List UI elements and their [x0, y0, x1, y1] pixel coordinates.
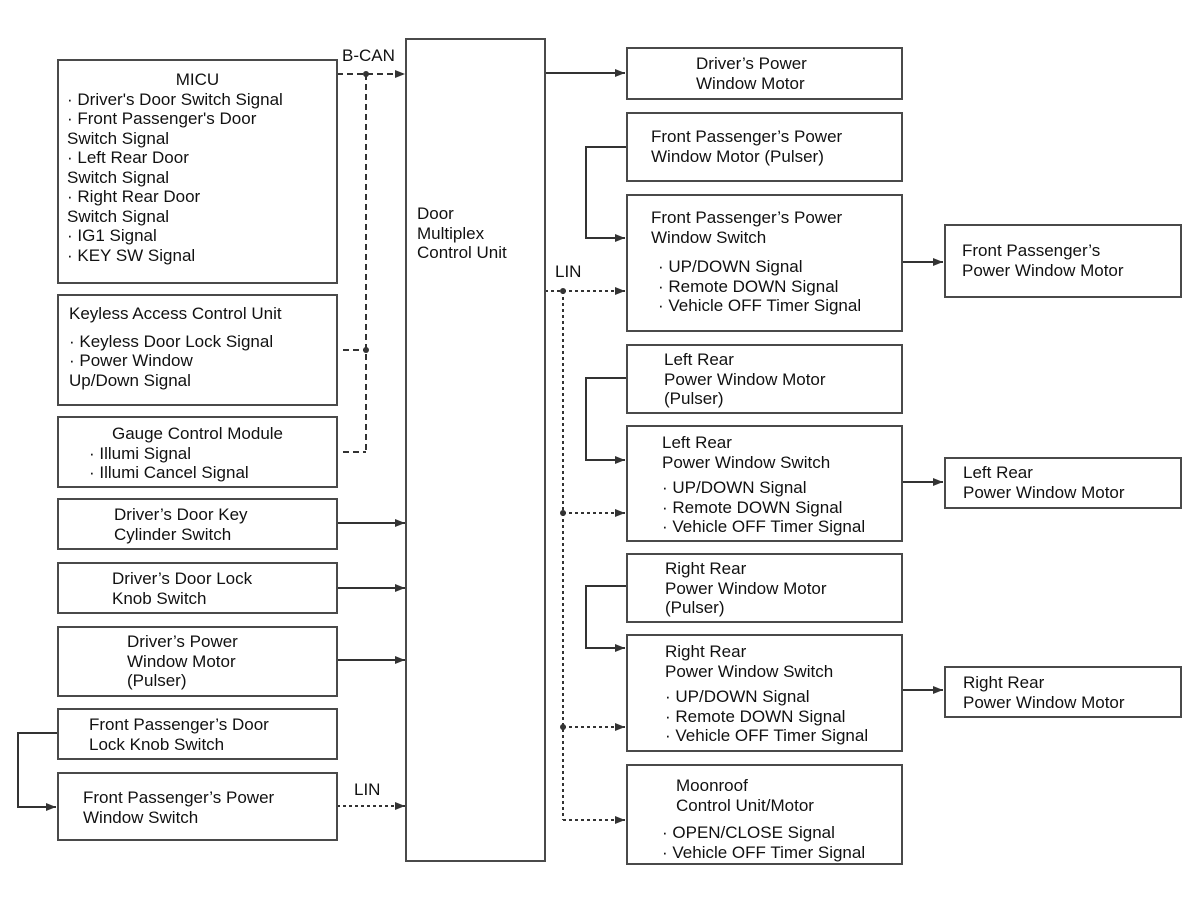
fp-lock-knob-switch-box: Front Passenger’s Door Lock Knob Switch	[57, 708, 338, 760]
micu-signal: Switch Signal	[67, 128, 170, 148]
switch-title: Power Window Switch	[662, 452, 831, 472]
box-line: (Pulser)	[665, 598, 725, 617]
rr-motor-pulser-box: Right Rear Power Window Motor (Pulser)	[626, 553, 903, 623]
keyless-signal: · Power Window	[69, 351, 193, 370]
box-line: Window Motor (Pulser)	[651, 146, 824, 166]
box-line: Lock Knob Switch	[89, 734, 225, 754]
micu-title: MICU	[175, 70, 220, 89]
bcan-bus	[337, 70, 405, 453]
box-line: Driver’s Power	[696, 54, 807, 73]
center-line: Door	[417, 204, 454, 223]
moonroof-control-unit-box: Moonroof Control Unit/Motor · OPEN/CLOSE…	[626, 764, 903, 865]
rr-power-window-switch-box: Right Rear Power Window Switch · UP/DOWN…	[626, 634, 903, 752]
box-line: Power Window Motor	[962, 260, 1124, 280]
switch-signal: · UP/DOWN Signal	[658, 257, 803, 276]
micu-signal: · Front Passenger's Door	[67, 109, 257, 128]
box-line: Power Window Motor	[963, 482, 1125, 502]
box-line: Front Passenger’s Power	[83, 788, 275, 807]
lr-power-window-switch-box: Left Rear Power Window Switch · UP/DOWN …	[626, 425, 903, 542]
center-line: Control Unit	[417, 243, 507, 262]
box-line: Power Window Motor	[664, 369, 826, 389]
gauge-signal: · Illumi Signal	[89, 443, 192, 463]
gauge-control-box: Gauge Control Module · Illumi Signal · I…	[57, 416, 338, 488]
door-multiplex-control-unit: Door Multiplex Control Unit	[405, 38, 546, 862]
box-line: Front Passenger’s	[962, 241, 1101, 260]
micu-signal: · IG1 Signal	[67, 226, 157, 245]
micu-signal: · Left Rear Door	[67, 148, 189, 167]
switch-signal: · OPEN/CLOSE Signal	[662, 823, 835, 842]
box-line: Driver’s Door Key	[114, 505, 248, 524]
lock-knob-switch-box: Driver’s Door Lock Knob Switch	[57, 562, 338, 614]
rr-power-window-motor-box: Right Rear Power Window Motor	[944, 666, 1182, 718]
box-line: Driver’s Door Lock	[112, 569, 253, 588]
micu-signal: · Driver's Door Switch Signal	[67, 89, 283, 109]
lin-label-right: LIN	[555, 262, 582, 281]
lr-pulser-to-switch	[585, 377, 627, 464]
box-line: Power Window Motor	[665, 578, 827, 598]
box-line: Window Motor	[696, 73, 805, 93]
switch-signal: · UP/DOWN Signal	[662, 478, 807, 497]
switch-signal: · Remote DOWN Signal	[658, 276, 839, 296]
box-line: Cylinder Switch	[114, 524, 232, 544]
bcan-label: B-CAN	[342, 46, 395, 65]
box-line: Knob Switch	[112, 588, 207, 608]
box-line: Window Switch	[83, 807, 199, 827]
lr-power-window-motor-box: Left Rear Power Window Motor	[944, 457, 1182, 509]
gauge-title: Gauge Control Module	[111, 424, 284, 443]
box-line: Right Rear	[963, 673, 1045, 692]
lin-bus	[545, 287, 625, 824]
fp-motor-pulser-box: Front Passenger’s Power Window Motor (Pu…	[626, 112, 903, 182]
keyless-title: Keyless Access Control Unit	[69, 304, 282, 323]
fp-power-window-motor-box: Front Passenger’s Power Window Motor	[944, 224, 1182, 298]
lin-label-bottom: LIN	[354, 780, 381, 799]
lr-motor-pulser-box: Left Rear Power Window Motor (Pulser)	[626, 344, 903, 414]
switch-title: Window Switch	[651, 227, 767, 247]
key-cylinder-switch-box: Driver’s Door Key Cylinder Switch	[57, 498, 338, 550]
box-line: Power Window Motor	[963, 692, 1125, 712]
keyless-signal: Up/Down Signal	[69, 370, 191, 390]
driver-power-window-motor-box: Driver’s Power Window Motor	[626, 47, 903, 100]
box-line: Front Passenger’s Door	[89, 715, 269, 734]
switch-title: Right Rear	[665, 642, 747, 661]
center-line: Multiplex	[417, 223, 485, 243]
fp-pulser-to-switch	[585, 146, 627, 242]
box-line: Left Rear	[963, 463, 1033, 482]
switch-signal: · Vehicle OFF Timer Signal	[662, 842, 866, 862]
box-line: Right Rear	[665, 559, 747, 578]
keyless-access-box: Keyless Access Control Unit · Keyless Do…	[57, 294, 338, 406]
switch-signal: · Vehicle OFF Timer Signal	[658, 296, 862, 315]
switch-title: Left Rear	[662, 433, 732, 452]
rr-pulser-to-switch	[585, 585, 627, 652]
switch-title: Front Passenger’s Power	[651, 208, 843, 227]
switch-signal: · Vehicle OFF Timer Signal	[665, 726, 869, 745]
switch-title: Power Window Switch	[665, 661, 834, 681]
box-line: Window Motor	[127, 651, 236, 671]
box-line: Left Rear	[664, 350, 734, 369]
fp-power-window-switch-box: Front Passenger’s Power Window Switch · …	[626, 194, 903, 332]
micu-signal: Switch Signal	[67, 167, 170, 187]
keyless-signal: · Keyless Door Lock Signal	[69, 331, 274, 351]
switch-signal: · Vehicle OFF Timer Signal	[662, 517, 866, 536]
box-line: (Pulser)	[664, 389, 724, 408]
switch-title: Control Unit/Motor	[676, 795, 814, 815]
switch-signal: · UP/DOWN Signal	[665, 687, 810, 706]
box-line: (Pulser)	[127, 671, 187, 690]
switch-title: Moonroof	[676, 776, 748, 795]
micu-signal: Switch Signal	[67, 206, 170, 226]
micu-signal: · Right Rear Door	[67, 187, 201, 206]
box-line: Driver’s Power	[127, 632, 238, 651]
switch-signal: · Remote DOWN Signal	[662, 497, 843, 517]
micu-signal: · KEY SW Signal	[67, 245, 196, 265]
driver-motor-pulser-box: Driver’s Power Window Motor (Pulser)	[57, 626, 338, 697]
fp-power-window-switch-left-box: Front Passenger’s Power Window Switch	[57, 772, 338, 841]
box-line: Front Passenger’s Power	[651, 127, 843, 146]
fp-knob-to-switch	[17, 732, 58, 811]
gauge-signal: · Illumi Cancel Signal	[89, 463, 249, 482]
switch-signal: · Remote DOWN Signal	[665, 706, 846, 726]
micu-box: MICU · Driver's Door Switch Signal · Fro…	[57, 59, 338, 284]
